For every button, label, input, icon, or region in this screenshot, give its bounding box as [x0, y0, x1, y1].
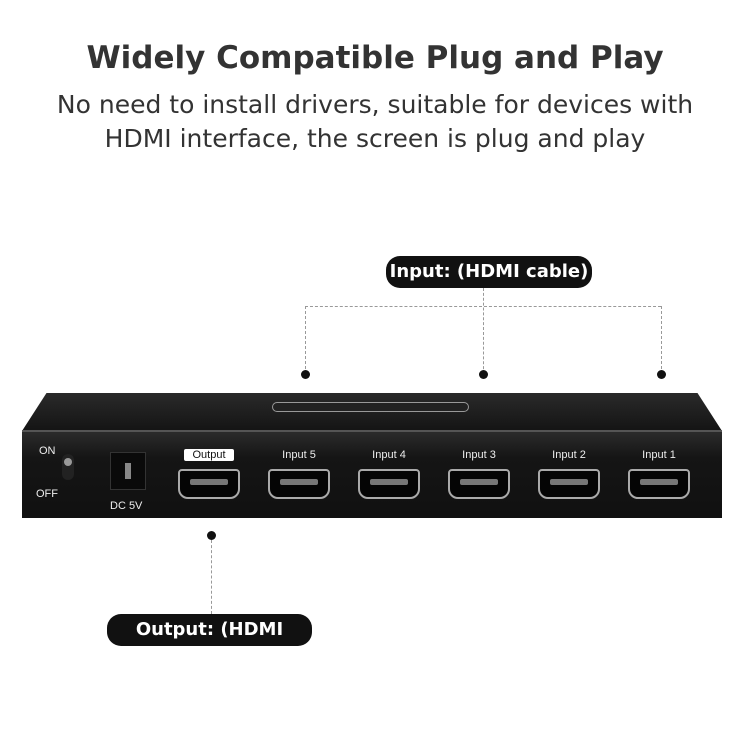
callout-dot [479, 370, 488, 379]
port-label: Input 3 [462, 449, 496, 461]
hdmi-port-input-4[interactable] [358, 469, 420, 499]
switch-off-label: OFF [36, 488, 58, 500]
connector-line [661, 306, 662, 374]
hdmi-port-output[interactable] [178, 469, 240, 499]
device-badge [272, 402, 469, 412]
hdmi-port-input-1[interactable] [628, 469, 690, 499]
hdmi-port-input-2[interactable] [538, 469, 600, 499]
port-label: Input 4 [372, 449, 406, 461]
hdmi-port-input-5[interactable] [268, 469, 330, 499]
hdmi-switch-rear-panel: ON OFF DC 5V Output Input 5 Input 4 Inpu… [22, 430, 722, 518]
subtitle-line-2: HDMI interface, the screen is plug and p… [104, 124, 646, 153]
port-label-output: Output [184, 449, 234, 461]
callout-dot [207, 531, 216, 540]
hdmi-port-input-3[interactable] [448, 469, 510, 499]
input-callout: Input: (HDMI cable) [386, 256, 592, 288]
connector-line [211, 540, 212, 614]
output-callout: Output: (HDMI cable [107, 614, 312, 672]
callout-dot [657, 370, 666, 379]
power-switch[interactable] [62, 454, 74, 480]
dc-label: DC 5V [110, 500, 143, 512]
connector-line [483, 288, 484, 374]
port-label: Input 2 [552, 449, 586, 461]
connector-line [305, 306, 306, 374]
device-top [22, 393, 722, 431]
port-label: Input 1 [642, 449, 676, 461]
subtitle-line-1: No need to install drivers, suitable for… [56, 90, 694, 119]
callout-dot [301, 370, 310, 379]
dc-jack [110, 452, 146, 490]
connector-line [305, 306, 661, 307]
switch-on-label: ON [39, 445, 56, 457]
headline: Widely Compatible Plug and Play [86, 40, 664, 76]
port-label: Input 5 [282, 449, 316, 461]
